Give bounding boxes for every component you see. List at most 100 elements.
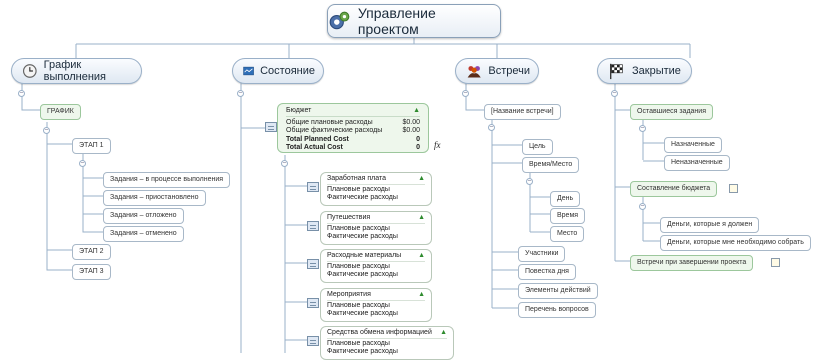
node-place[interactable]: Место bbox=[550, 226, 585, 242]
budget-row-value: $0.00 bbox=[402, 127, 420, 134]
expense-actual-label: Фактические расходы bbox=[327, 348, 398, 355]
collapse-triangle-icon[interactable]: ▲ bbox=[413, 107, 420, 114]
people-icon bbox=[467, 66, 481, 78]
collapse-triangle-icon[interactable]: ▲ bbox=[440, 329, 447, 336]
expense-planned-label: Плановые расходы bbox=[327, 301, 390, 309]
budget-row-value: 0 bbox=[416, 135, 420, 143]
collapse-toggle[interactable]: – bbox=[488, 124, 495, 131]
node-time-place[interactable]: Время/Место bbox=[522, 157, 580, 173]
node-meetings-after[interactable]: Встречи при завершении проекта bbox=[630, 255, 754, 271]
clock-icon bbox=[22, 64, 37, 78]
node-task-postponed[interactable]: Задания – отложено bbox=[103, 208, 184, 224]
expense-title: Расходные материалы bbox=[327, 252, 402, 259]
node-task-suspended[interactable]: Задания – приостановлено bbox=[103, 190, 206, 206]
expense-title: Средства обмена информацией bbox=[327, 329, 432, 336]
expense-header: Расходные материалы ▲ bbox=[327, 252, 425, 262]
table-icon bbox=[307, 182, 319, 192]
root-title: Управление проектом bbox=[357, 5, 436, 37]
budget-row-value: 0 bbox=[416, 144, 420, 151]
budget-row-label: Общие плановые расходы bbox=[286, 118, 373, 126]
expense-actual-label: Фактические расходы bbox=[327, 194, 398, 201]
node-stage-1[interactable]: ЭТАП 1 bbox=[72, 138, 111, 154]
branch-status-label: Состояние bbox=[260, 65, 315, 77]
collapse-toggle[interactable]: – bbox=[611, 90, 618, 97]
expense-title: Заработная плата bbox=[327, 175, 386, 182]
table-icon bbox=[307, 298, 319, 308]
expense-header: Заработная плата ▲ bbox=[327, 175, 425, 185]
table-icon bbox=[307, 259, 319, 269]
budget-row-label: Total Planned Cost bbox=[286, 135, 349, 143]
collapse-toggle[interactable]: – bbox=[526, 178, 533, 185]
branch-closing[interactable]: Закрытие bbox=[597, 58, 692, 84]
expense-actual-label: Фактические расходы bbox=[327, 310, 398, 317]
collapse-toggle[interactable]: – bbox=[639, 125, 646, 132]
node-action-items[interactable]: Элементы действий bbox=[518, 283, 598, 299]
collapse-triangle-icon[interactable]: ▲ bbox=[418, 214, 425, 221]
budget-row: Total Actual Cost 0 bbox=[286, 144, 420, 153]
expense-planned-label: Плановые расходы bbox=[327, 224, 390, 232]
collapse-triangle-icon[interactable]: ▲ bbox=[418, 252, 425, 259]
collapse-triangle-icon[interactable]: ▲ bbox=[418, 175, 425, 182]
node-goal[interactable]: Цель bbox=[522, 139, 553, 155]
node-task-in-progress[interactable]: Задания – в процессе выполнения bbox=[103, 172, 231, 188]
node-participants[interactable]: Участники bbox=[518, 246, 566, 262]
collapse-triangle-icon[interactable]: ▲ bbox=[418, 291, 425, 298]
node-agenda[interactable]: Повестка дня bbox=[518, 264, 576, 280]
expense-actual-label: Фактические расходы bbox=[327, 233, 398, 240]
node-time[interactable]: Время bbox=[550, 208, 586, 224]
node-stage-3[interactable]: ЭТАП 3 bbox=[72, 264, 111, 280]
checkered-flag-icon bbox=[610, 63, 623, 80]
budget-row-label: Общие фактические расходы bbox=[286, 127, 383, 134]
node-unassigned[interactable]: Неназначенные bbox=[664, 155, 730, 171]
branch-schedule-label: График выполнения bbox=[43, 59, 106, 83]
table-icon bbox=[307, 221, 319, 231]
node-money-owed[interactable]: Деньги, которые я должен bbox=[660, 217, 760, 233]
expense-actual-label: Фактические расходы bbox=[327, 271, 398, 278]
collapse-toggle[interactable]: – bbox=[43, 127, 50, 134]
root-topic[interactable]: Управление проектом bbox=[327, 4, 501, 38]
branch-meetings-label: Встречи bbox=[488, 65, 530, 77]
node-questions[interactable]: Перечень вопросов bbox=[518, 302, 596, 318]
node-day[interactable]: День bbox=[550, 191, 581, 207]
node-meeting-name[interactable]: [Название встречи] bbox=[484, 104, 561, 120]
node-stage-2[interactable]: ЭТАП 2 bbox=[72, 244, 111, 260]
collapse-toggle[interactable]: – bbox=[237, 90, 244, 97]
collapse-toggle[interactable]: – bbox=[281, 160, 288, 167]
gears-icon bbox=[329, 11, 350, 30]
node-assigned[interactable]: Назначенные bbox=[664, 137, 722, 153]
note-icon[interactable] bbox=[729, 184, 738, 193]
node-graph[interactable]: ГРАФИК bbox=[40, 104, 81, 120]
branch-schedule[interactable]: График выполнения bbox=[11, 58, 142, 84]
collapse-toggle[interactable]: – bbox=[462, 90, 469, 97]
collapse-toggle[interactable]: – bbox=[18, 90, 25, 97]
expense-header: Мероприятия▲ bbox=[327, 291, 425, 301]
expense-node[interactable]: Средства обмена информацией ▲ Плановые рас… bbox=[320, 326, 454, 360]
node-money-to-collect[interactable]: Деньги, которые мне необходимо собрать bbox=[660, 235, 811, 251]
note-icon[interactable] bbox=[771, 258, 780, 267]
expense-planned-label: Плановые расходы bbox=[327, 185, 390, 193]
formula-icon: fx bbox=[434, 140, 441, 150]
expense-planned-label: Плановые расходы bbox=[327, 262, 390, 270]
table-icon bbox=[307, 336, 319, 346]
expense-header: Путешествия ▲ bbox=[327, 214, 425, 224]
branch-status[interactable]: Состояние bbox=[232, 58, 324, 84]
budget-title: Бюджет bbox=[286, 107, 312, 114]
expense-title: Путешествия bbox=[327, 214, 371, 221]
budget-row: Total Planned Cost 0 bbox=[286, 136, 420, 145]
budget-row-label: Total Actual Cost bbox=[286, 144, 343, 151]
node-task-cancelled[interactable]: Задания – отменено bbox=[103, 226, 184, 242]
collapse-toggle[interactable]: – bbox=[79, 160, 86, 167]
branch-meetings[interactable]: Встречи bbox=[455, 58, 539, 84]
node-remaining-tasks[interactable]: Оставшиеся задания bbox=[630, 104, 713, 120]
budget-row-value: $0.00 bbox=[402, 118, 420, 126]
collapse-toggle[interactable]: – bbox=[639, 203, 646, 210]
expense-planned-label: Плановые расходы bbox=[327, 339, 390, 347]
node-budgeting[interactable]: Составление бюджета bbox=[630, 181, 718, 197]
